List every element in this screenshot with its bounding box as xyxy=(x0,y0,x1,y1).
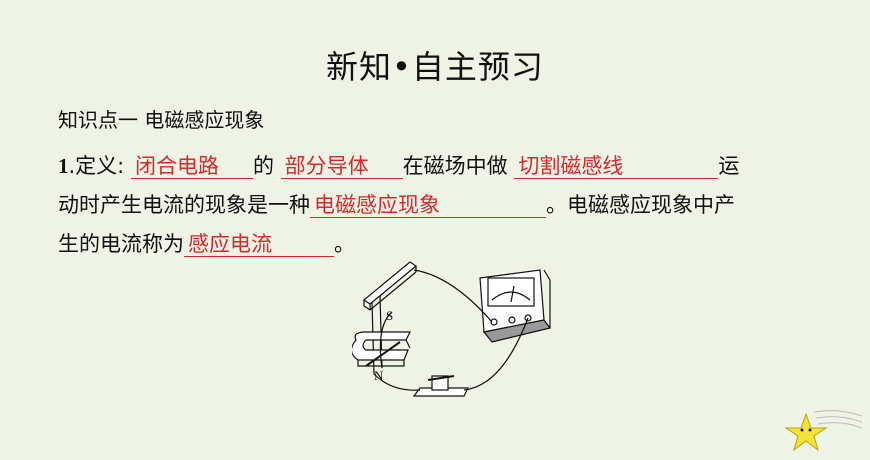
switch xyxy=(412,375,469,397)
page-title: 新知•自主预习 xyxy=(326,48,544,86)
section-heading: 知识点一 电磁感应现象 xyxy=(58,108,265,132)
answer-blank-3: 切割磁感线 xyxy=(514,154,719,179)
stand-bar xyxy=(362,261,418,311)
answer-blank-1: 闭合电路 xyxy=(130,154,253,179)
answer-blank-5: 感应电流 xyxy=(184,232,334,257)
definition-prefix: .定义: xyxy=(68,154,125,178)
induction-experiment-diagram: S N xyxy=(352,261,552,397)
item-number: 1 xyxy=(58,154,69,178)
line2-start: 动时产生电流的现象是一种 xyxy=(58,193,310,217)
line3-start: 生的电流称为 xyxy=(58,232,184,256)
text-5: 。 xyxy=(334,232,355,256)
answer-blank-4: 电磁感应现象 xyxy=(310,193,546,218)
star-decoration-icon xyxy=(784,410,863,452)
answer-blank-2: 部分导体 xyxy=(280,154,403,179)
text-3: 运 xyxy=(718,154,740,178)
label-n: N xyxy=(374,368,384,383)
definition-line-1: 1.定义: 闭合电路的 部分导体在磁场中做 切割磁感线运 xyxy=(58,150,739,180)
definition-line-3: 生的电流称为感应电流。 xyxy=(58,228,355,258)
text-4: 。电磁感应现象中产 xyxy=(546,193,735,217)
text-1: 的 xyxy=(252,154,274,178)
definition-line-2: 动时产生电流的现象是一种电磁感应现象。电磁感应现象中产 xyxy=(58,189,735,219)
text-2: 在磁场中做 xyxy=(402,154,508,178)
galvanometer xyxy=(479,269,552,343)
horseshoe-magnet xyxy=(352,331,411,367)
label-s: S xyxy=(386,308,393,323)
